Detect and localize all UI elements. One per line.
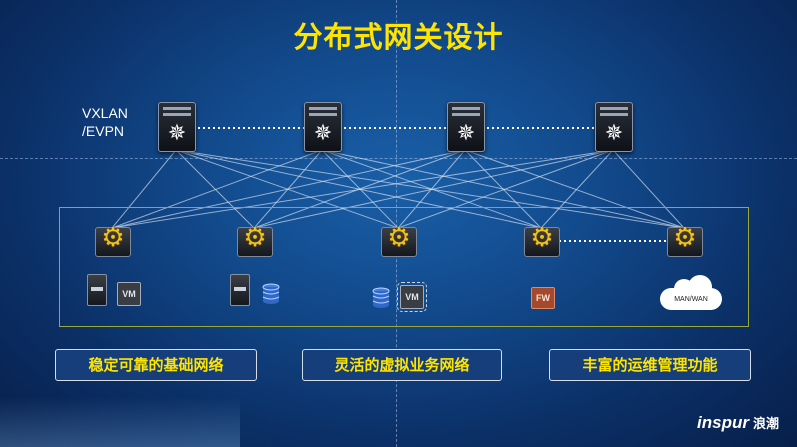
spine-switch-icon: ✵ bbox=[595, 102, 633, 152]
spine-switch-icon: ✵ bbox=[158, 102, 196, 152]
vxlan-label-line1: VXLAN bbox=[82, 105, 128, 121]
spine-switch-icon: ✵ bbox=[304, 102, 342, 152]
gateway-gear-icon: ⚙ bbox=[667, 222, 703, 257]
page-title: 分布式网关设计 bbox=[293, 20, 504, 54]
vxlan-evpn-label: VXLAN /EVPN bbox=[82, 104, 128, 140]
vm-icon: VM bbox=[397, 282, 427, 312]
cloud-label: MAN/WAN bbox=[674, 296, 708, 303]
gateway-gear-icon: ⚙ bbox=[95, 222, 131, 257]
brand-cn-text: 浪潮 bbox=[752, 416, 779, 431]
mesh-link bbox=[175, 149, 685, 229]
feature-virtual-network: 灵活的虚拟业务网络 bbox=[302, 349, 502, 381]
mesh-link bbox=[464, 149, 685, 229]
feature-stable-network: 稳定可靠的基础网络 bbox=[55, 349, 257, 381]
horizontal-divider bbox=[0, 158, 797, 159]
server-icon bbox=[230, 274, 250, 306]
mesh-link bbox=[540, 149, 614, 229]
brand-logo-text: inspur bbox=[697, 413, 749, 432]
spine-switch-icon: ✵ bbox=[447, 102, 485, 152]
vxlan-label-line2: /EVPN bbox=[82, 123, 125, 139]
gateway-gear-icon: ⚙ bbox=[381, 222, 417, 257]
database-icon bbox=[262, 283, 280, 304]
mesh-link bbox=[111, 149, 177, 229]
city-skyline-decoration bbox=[0, 397, 240, 447]
gateway-gear-icon: ⚙ bbox=[524, 222, 560, 257]
server-icon bbox=[87, 274, 107, 306]
feature-ops-management: 丰富的运维管理功能 bbox=[549, 349, 751, 381]
mesh-link bbox=[175, 149, 255, 229]
mesh-link bbox=[397, 149, 614, 229]
mesh-link bbox=[111, 149, 323, 229]
gateway-gear-icon: ⚙ bbox=[237, 222, 273, 257]
vertical-divider bbox=[396, 0, 397, 447]
firewall-icon: FW bbox=[531, 287, 555, 309]
leaf-layer-frame bbox=[59, 207, 749, 327]
mesh-link bbox=[111, 149, 614, 229]
mesh-link bbox=[464, 149, 542, 229]
mesh-link bbox=[612, 149, 685, 229]
mesh-link bbox=[253, 149, 614, 229]
vm-icon: VM bbox=[117, 282, 141, 306]
database-icon bbox=[372, 287, 390, 308]
mesh-link bbox=[111, 149, 466, 229]
cloud-icon: MAN/WAN bbox=[660, 275, 722, 310]
